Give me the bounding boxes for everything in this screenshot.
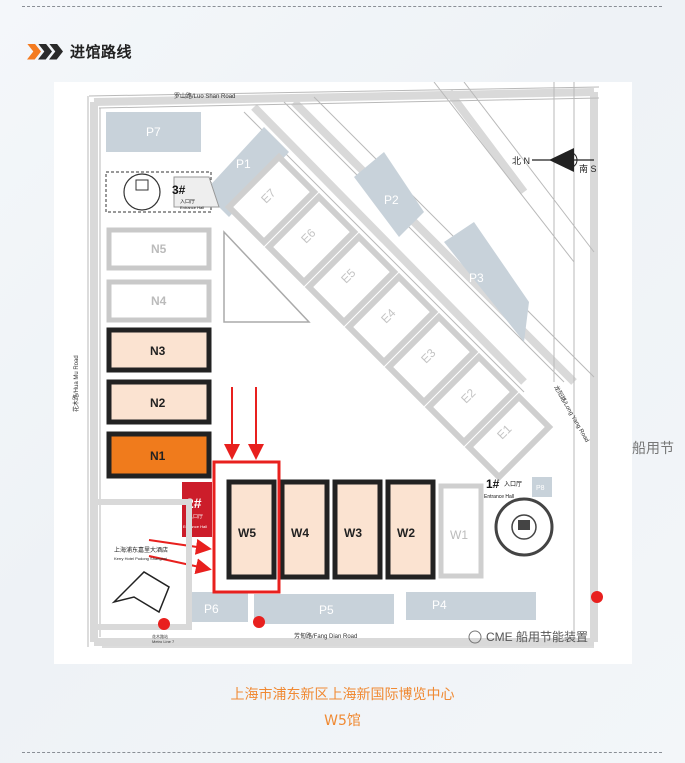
caption-hall: W5馆 <box>324 713 361 729</box>
road-label-west: 花木路/Hua Mu Road <box>72 355 80 412</box>
compass-south: 南 S <box>579 163 597 174</box>
caption-address: 上海市浦东新区上海新国际博览中心 <box>230 687 455 703</box>
parking-p7 <box>106 112 201 152</box>
hall-n4 <box>106 279 212 323</box>
parking-areas <box>106 112 536 624</box>
metro-logo-icon: 花木路站 Metro Line 7 <box>152 591 603 644</box>
entrance3-cn: 入口厅 <box>180 199 195 205</box>
hall-w5 <box>226 479 277 580</box>
hall-n2 <box>106 379 212 425</box>
hotel-name-cn: 上海浦东嘉里大酒店 <box>114 546 168 554</box>
parking-label-p1: P1 <box>236 157 251 171</box>
parking-label-p7: P7 <box>146 125 161 139</box>
hall-label-w1: W1 <box>450 528 468 542</box>
entrance1-cn: 入口厅 <box>504 481 522 488</box>
hall-n5 <box>106 227 212 271</box>
parking-p6 <box>188 592 248 622</box>
hall-e6 <box>264 192 359 287</box>
hall-n1 <box>106 431 212 479</box>
hall-label-n3: N3 <box>150 344 166 358</box>
plaza-triangle <box>223 230 311 323</box>
hall-e4 <box>344 272 439 367</box>
hall-label-n5: N5 <box>151 242 167 256</box>
north-halls: N5 N4 N3 N2 N1 <box>106 227 212 479</box>
hotel: 上海浦东嘉里大酒店 Kerry Hotel Pudong Shanghai <box>91 499 192 630</box>
road-label-south: 芳甸路/Fang Dian Road <box>294 632 357 640</box>
east-halls <box>224 152 554 482</box>
entrance2-cn: 入口厅 <box>188 514 203 520</box>
hall-w4 <box>279 479 330 580</box>
road-label-east: 龙阳路/Long Yang Road <box>552 384 591 444</box>
parking-label-p4: P4 <box>432 598 447 612</box>
section-title: 进馆路线 <box>70 43 133 61</box>
parking-p4 <box>406 592 536 620</box>
route-arrows <box>148 387 264 575</box>
parking-p3 <box>444 222 529 342</box>
hall-e2 <box>424 352 519 447</box>
parking-label-p5: P5 <box>319 603 334 617</box>
parking-label-p2: P2 <box>384 193 399 207</box>
metro-station: 花木路站 <box>152 633 168 639</box>
entrance1-en: Entrance Hall <box>484 494 514 500</box>
hall-e1 <box>464 392 554 482</box>
w5-highlight-box <box>212 460 281 594</box>
road-label-north: 罗山路/Luo Shan Road <box>174 92 235 100</box>
hall-n3 <box>106 327 212 373</box>
bottom-divider <box>22 752 662 753</box>
hall-label-n2: N2 <box>150 396 166 410</box>
hotel-name-en: Kerry Hotel Pudong Shanghai <box>114 556 167 561</box>
compass-north: 北 N <box>512 156 530 166</box>
entrance1-number: 1# <box>486 477 500 491</box>
parking-label-p8: P8 <box>536 485 545 492</box>
hall-label-w4: W4 <box>291 526 309 540</box>
side-overflow-text: 船用节 <box>632 441 674 457</box>
entrance-hall-3: 3# 入口厅 Entrance Hall <box>105 171 220 213</box>
hall-label-w3: W3 <box>344 526 362 540</box>
hall-label-n4: N4 <box>151 294 167 308</box>
top-divider <box>22 6 662 7</box>
venue-map-svg: 罗山路/Luo Shan Road 花木路/Hua Mu Road 芳甸路/Fa… <box>72 81 603 648</box>
parking-p1 <box>204 127 289 217</box>
entrance2-en: Entrance Hall <box>183 524 207 529</box>
metro-line: Metro Line 7 <box>152 639 175 644</box>
parking-p8 <box>532 477 552 497</box>
section-header: 进馆路线 <box>27 41 132 62</box>
hall-w2 <box>385 479 436 580</box>
watermark-text: CME 船用节能装置 <box>486 630 588 644</box>
entrance-hall-1: 1# 入口厅 Entrance Hall P8 <box>484 477 554 557</box>
parking-label-p3: P3 <box>469 271 484 285</box>
hall-w3 <box>332 479 383 580</box>
compass: 北 N 南 S <box>512 148 597 174</box>
hall-w1 <box>438 483 484 579</box>
watermark: CME 船用节能装置 <box>468 630 588 644</box>
hall-e7 <box>224 152 319 247</box>
hall-e5 <box>304 232 399 327</box>
hall-label-n1: N1 <box>150 449 166 463</box>
chevron-arrows-icon <box>27 43 63 60</box>
hall-label-w2: W2 <box>397 526 415 540</box>
parking-p5 <box>254 594 394 624</box>
parking-label-p6: P6 <box>204 602 219 616</box>
entrance3-en: Entrance Hall <box>180 205 204 210</box>
entrance3-number: 3# <box>172 183 186 197</box>
west-halls: W5 W4 W3 W2 W1 <box>212 460 484 594</box>
road-network <box>90 88 598 646</box>
venue-map[interactable]: 罗山路/Luo Shan Road 花木路/Hua Mu Road 芳甸路/Fa… <box>54 81 632 664</box>
parking-p2 <box>354 152 424 237</box>
hall-e3 <box>384 312 479 407</box>
hall-label-w5: W5 <box>238 526 256 540</box>
